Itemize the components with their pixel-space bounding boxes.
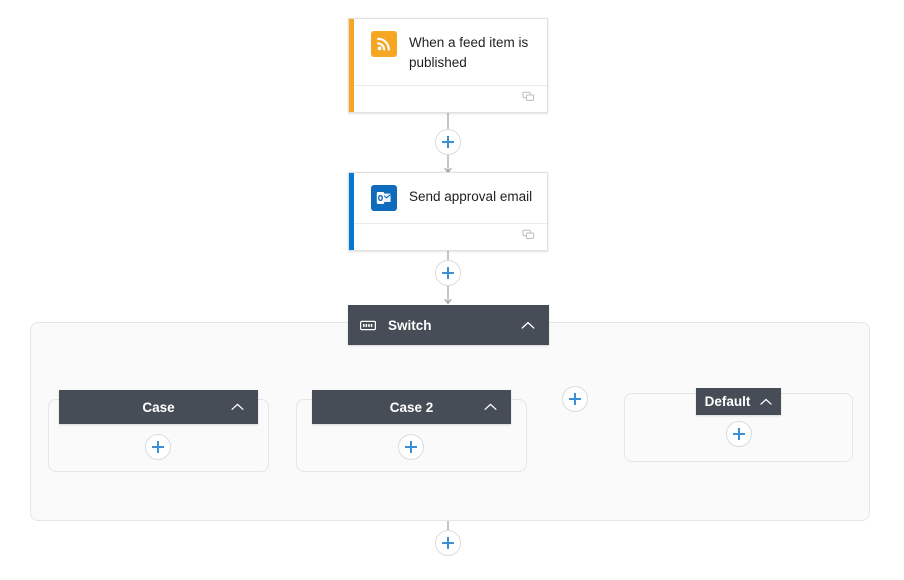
switch-icon xyxy=(360,320,376,331)
case-label: Case 2 xyxy=(389,399,434,415)
add-case-button[interactable] xyxy=(562,386,588,412)
add-step-in-case-2[interactable] xyxy=(398,434,424,460)
chevron-up-icon[interactable] xyxy=(231,403,244,411)
trigger-card-when-a-feed-item-is-published[interactable]: When a feed item is published xyxy=(348,18,548,113)
case-label: Case xyxy=(142,399,175,415)
switch-node-header[interactable]: Switch xyxy=(348,305,549,345)
action-card-send-approval-email[interactable]: Send approval email xyxy=(348,172,548,251)
add-step-in-case[interactable] xyxy=(145,434,171,460)
chevron-up-icon[interactable] xyxy=(521,321,535,330)
action-accent-bar xyxy=(349,173,354,250)
trigger-card-footer xyxy=(349,85,547,112)
case-header-case[interactable]: Case xyxy=(59,390,258,424)
add-step-between-trigger-and-action[interactable] xyxy=(435,129,461,155)
trigger-card-body: When a feed item is published xyxy=(349,19,547,85)
case-header-default[interactable]: Default xyxy=(696,388,781,415)
add-step-after-switch[interactable] xyxy=(435,530,461,556)
case-header-case-2[interactable]: Case 2 xyxy=(312,390,511,424)
add-step-in-default[interactable] xyxy=(726,421,752,447)
outlook-icon xyxy=(371,185,397,211)
action-card-body: Send approval email xyxy=(349,173,547,223)
chevron-up-icon[interactable] xyxy=(760,398,773,406)
add-step-between-action-and-switch[interactable] xyxy=(435,260,461,286)
switch-node-label: Switch xyxy=(388,317,432,333)
comments-icon[interactable] xyxy=(522,228,535,246)
trigger-accent-bar xyxy=(349,19,354,112)
comments-icon[interactable] xyxy=(522,90,535,108)
action-card-footer xyxy=(349,223,547,250)
case-label: Default xyxy=(704,394,751,409)
action-card-title: Send approval email xyxy=(409,189,533,204)
trigger-card-title: When a feed item is published xyxy=(409,35,529,70)
rss-icon xyxy=(371,31,397,57)
chevron-up-icon[interactable] xyxy=(484,403,497,411)
